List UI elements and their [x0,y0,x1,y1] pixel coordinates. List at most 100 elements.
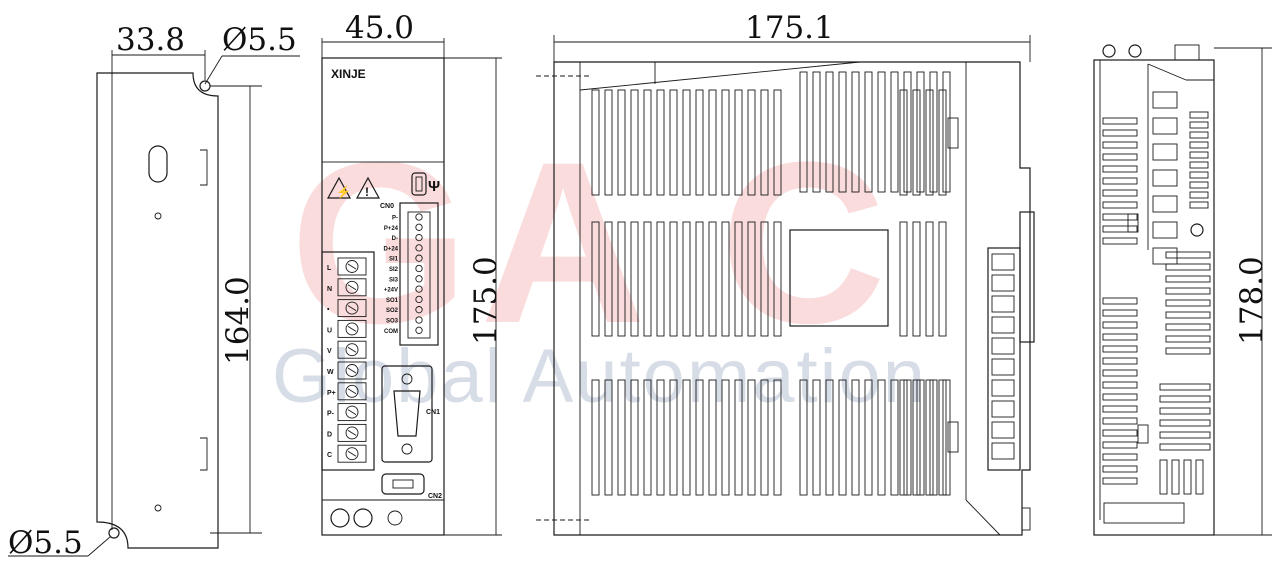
power-terminal-cell [337,444,367,463]
rear-vent-slot [1102,189,1138,197]
power-terminal-label: C [327,452,332,459]
side-terminal-list [991,253,1015,460]
side-vent-slot [747,379,756,496]
side-terminal-cell [991,295,1015,313]
rear-vent-slot [1159,431,1211,439]
side-vent-slot [890,71,899,193]
side-vent-slot [760,221,769,337]
cn0-pin-label: P- [392,216,398,222]
rear-vent-slot [1159,419,1211,427]
power-terminal-label: N [327,286,332,293]
rear-vent-slot [1102,177,1138,185]
side-vent-slot [591,221,600,337]
rear-fan-screw-2 [1128,44,1142,58]
power-terminal-label: U [327,327,332,334]
side-vent-slot [773,221,782,337]
side-vent-slot [812,379,821,496]
power-terminal-cell [337,299,367,318]
rear-vent-slot [1102,321,1138,329]
hazard-mark-icon: ⚡ [336,185,351,199]
side-foot-bevel [965,499,1001,536]
rear-block [1152,91,1178,109]
cn0-pin-label: SO1 [386,298,399,304]
cn1-dsub-connector [393,390,421,437]
rear-vent-slot [1189,171,1209,179]
rear-top-connector [1174,44,1200,61]
side-vent-slot [708,379,717,496]
terminal-screw-slot [347,450,357,457]
side-vent-slot [899,89,908,196]
terminal-screw-slot [347,430,357,436]
rear-top-bevel [1147,63,1187,81]
side-vent-slot [643,221,652,337]
rear-view: 178.0 [1093,44,1272,536]
rear-vent-slot [1102,357,1138,365]
ground-icon [387,510,403,526]
rear-vent-slot [1102,225,1138,233]
rear-vent-pattern [1102,91,1211,495]
terminal-screw-icon [345,322,359,336]
side-vent-slot [643,379,652,496]
side-vent-slot [656,89,665,196]
side-vent-slot [617,221,626,337]
side-vent-slot [825,71,834,193]
side-vent-slot [630,379,639,496]
side-vent-slot [851,71,860,193]
side-vent-slot [630,89,639,196]
rear-vent-slot [1189,121,1209,129]
cn0-pin-label: D+24 [383,246,398,252]
terminal-screw-icon [345,447,359,461]
cn0-pin [415,244,423,252]
hole-bottom-dim: Ø5.5 [8,525,83,561]
terminal-screw-slot [347,326,357,332]
rear-vent-slot [1102,429,1138,437]
cn1-screw-bottom [401,443,413,455]
usb-port-inner [415,176,423,192]
bracket-height-dim: 164.0 [220,276,256,365]
bracket-notch-upper [200,149,208,186]
side-vent-slot [734,379,743,496]
rear-vent-slot [1183,459,1192,495]
cn1-label: CN1 [426,409,440,416]
side-vent-slot [682,89,691,196]
side-vent-slot [773,379,782,496]
rear-vent-slot [1165,323,1211,331]
side-top-bevel [579,61,861,91]
rear-vent-slot [1102,405,1138,413]
terminal-screw-icon [345,301,359,315]
side-vent-slot [903,379,912,496]
side-vent-slot [604,379,613,496]
cn0-pin [415,326,423,334]
rear-vent-slot [1102,117,1138,125]
rear-vent-slot [1102,333,1138,341]
side-vent-slot [747,89,756,196]
rear-vent-slot [1189,161,1209,169]
cn0-pin-label: +24V [384,288,398,294]
side-terminal-cell [991,337,1015,355]
power-terminal-block [321,251,375,471]
side-vent-slot [890,379,899,496]
front-display-window [321,57,445,163]
mount-hole-bottom [108,527,120,539]
rear-vent-slot [1102,201,1138,209]
terminal-screw-icon [345,260,359,273]
front-view: 45.0 XINJE ⚡ ! Ψ CN0 P-P+24D-D+24SI1SI2S… [321,10,504,536]
bracket-outline [96,72,219,549]
side-terminal-cell [991,253,1015,271]
cn0-pin [415,223,423,231]
rear-block [1152,169,1178,187]
rear-vent-slot [1102,369,1138,377]
side-vent-slot [899,379,908,496]
bracket-notch-lower [200,437,208,471]
rear-vent-slot [1102,153,1138,161]
power-terminal-label: W [327,369,334,376]
side-terminal-cell [991,358,1015,376]
rear-vent-slot [1102,393,1138,401]
side-vent-slot [617,89,626,196]
side-vent-slot [760,379,769,496]
rear-clip-lower [1137,424,1149,444]
rear-vent-slot [1102,213,1138,221]
side-vent-slot [925,89,934,196]
cn0-pin-label: SI1 [389,257,399,263]
